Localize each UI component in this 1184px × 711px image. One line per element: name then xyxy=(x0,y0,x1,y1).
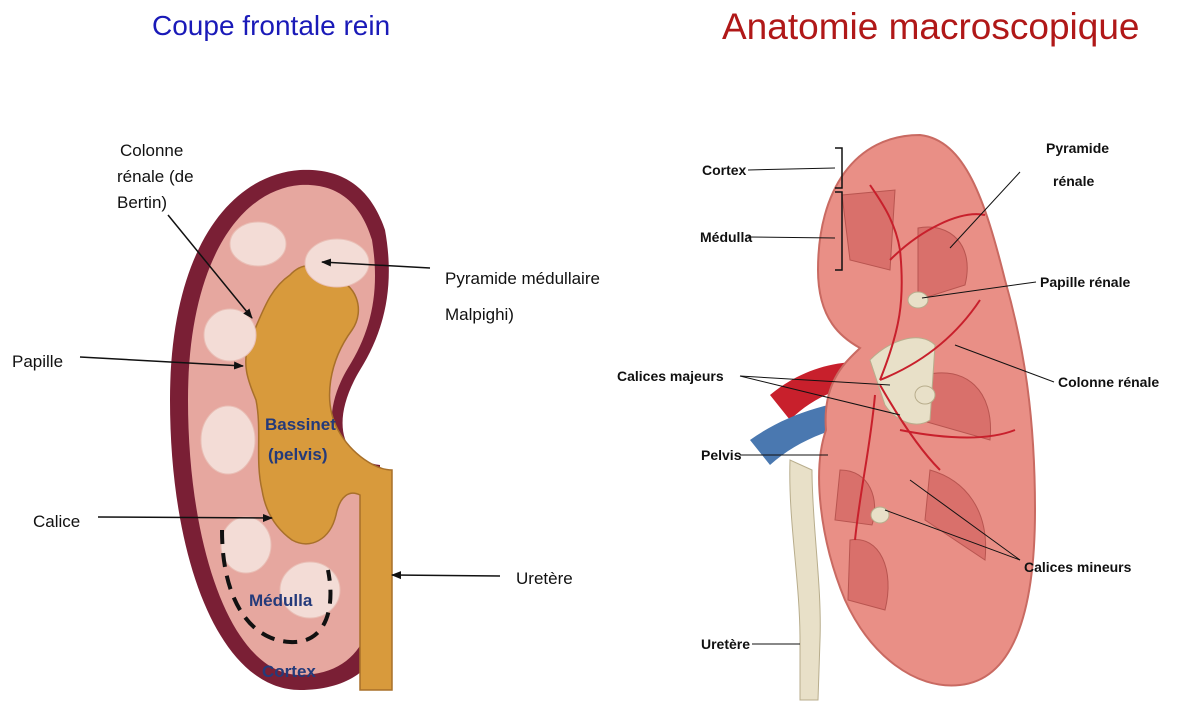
label-bassinet-1: Bassinet xyxy=(265,415,336,434)
label-uretere-right: Uretère xyxy=(701,636,750,652)
label-colonne-3: Bertin) xyxy=(117,193,167,212)
label-papille-right: Papille rénale xyxy=(1040,274,1130,290)
right-kidney xyxy=(750,135,1035,700)
label-colonne-right: Colonne rénale xyxy=(1058,374,1159,390)
arrow-uretere-left xyxy=(392,575,500,576)
label-pelvis-right: Pelvis xyxy=(701,447,742,463)
label-colonne-2: rénale (de xyxy=(117,167,194,186)
right-ureter xyxy=(790,460,820,700)
line-cortex-right xyxy=(748,168,835,170)
label-medulla-right: Médulla xyxy=(700,229,752,245)
arrow-calice xyxy=(98,517,272,518)
label-papille: Papille xyxy=(12,352,63,371)
label-pyramide-1: Pyramide médullaire xyxy=(445,269,600,288)
label-calices-majeurs: Calices majeurs xyxy=(617,368,724,384)
label-pyramide-2: Malpighi) xyxy=(445,305,514,324)
label-colonne-1: Colonne xyxy=(120,141,183,160)
label-pyramide-r2: rénale xyxy=(1053,173,1094,189)
label-calices-mineurs: Calices mineurs xyxy=(1024,559,1132,575)
label-cortex-left: Cortex xyxy=(262,662,316,681)
label-bassinet-2: (pelvis) xyxy=(268,445,328,464)
label-medulla-left: Médulla xyxy=(249,591,313,610)
label-calice: Calice xyxy=(33,512,80,531)
label-cortex-right: Cortex xyxy=(702,162,747,178)
label-uretere-left: Uretère xyxy=(516,569,573,588)
label-pyramide-r1: Pyramide xyxy=(1046,140,1109,156)
